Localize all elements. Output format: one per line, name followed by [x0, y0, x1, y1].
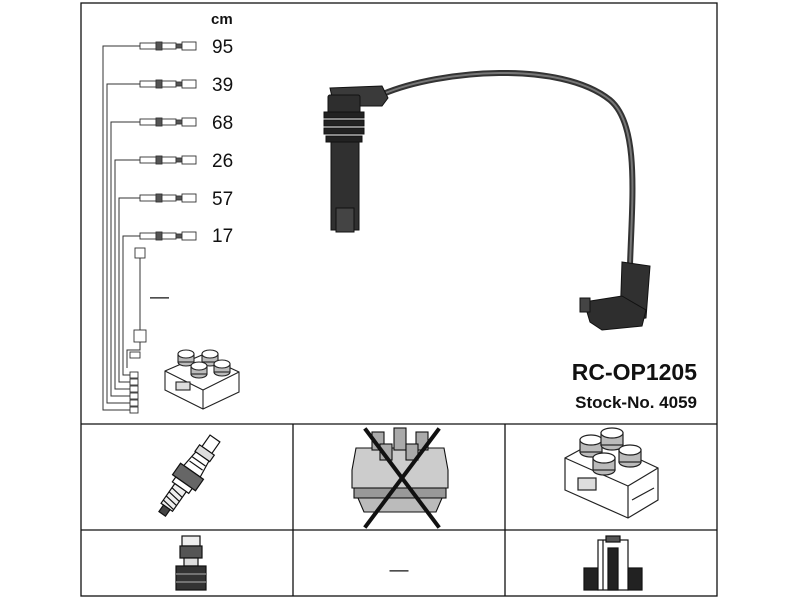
- excluded-cross-icon: [363, 427, 441, 529]
- stock-number: Stock-No. 4059: [575, 393, 697, 412]
- small-coil-icon: [164, 349, 240, 410]
- lead-set-diagram: [102, 45, 141, 411]
- coil-side-terminals: [129, 351, 141, 414]
- connector-row-1: [139, 41, 197, 51]
- lead-connectors: [129, 41, 197, 414]
- coil-terminal-icon: [583, 535, 643, 591]
- plug-connector-icon: [175, 535, 207, 591]
- plug-boot: [323, 85, 389, 233]
- connector-row-2: [139, 79, 197, 89]
- distributor-cap-icon: [351, 427, 449, 513]
- lead-length-3: 68: [212, 113, 233, 134]
- lead-length-2: 39: [212, 75, 233, 96]
- row2-middle-dash: —: [390, 560, 409, 581]
- frame: [80, 2, 718, 597]
- short-lead-boot-bottom: [133, 329, 147, 343]
- lead-lengths: 95 39 68 26 57 17: [212, 37, 233, 247]
- lead-length-5: 57: [212, 189, 233, 210]
- connector-row-3: [139, 117, 197, 127]
- ignition-coil-icon: [564, 427, 659, 519]
- short-lead-dash: —: [150, 287, 169, 308]
- ignition-lead-icon: [323, 70, 651, 331]
- spark-plug-icon: [158, 434, 221, 517]
- short-lead-boot-top: [134, 247, 146, 259]
- unit-label: cm: [211, 11, 233, 28]
- coil-boot: [579, 261, 651, 331]
- connector-row-6: [139, 231, 197, 241]
- part-number: RC-OP1205: [572, 359, 697, 385]
- lead-length-6: 17: [212, 226, 233, 247]
- lead-length-4: 26: [212, 151, 233, 172]
- lead-length-1: 95: [212, 37, 233, 58]
- connector-row-4: [139, 155, 197, 165]
- connector-row-5: [139, 193, 197, 203]
